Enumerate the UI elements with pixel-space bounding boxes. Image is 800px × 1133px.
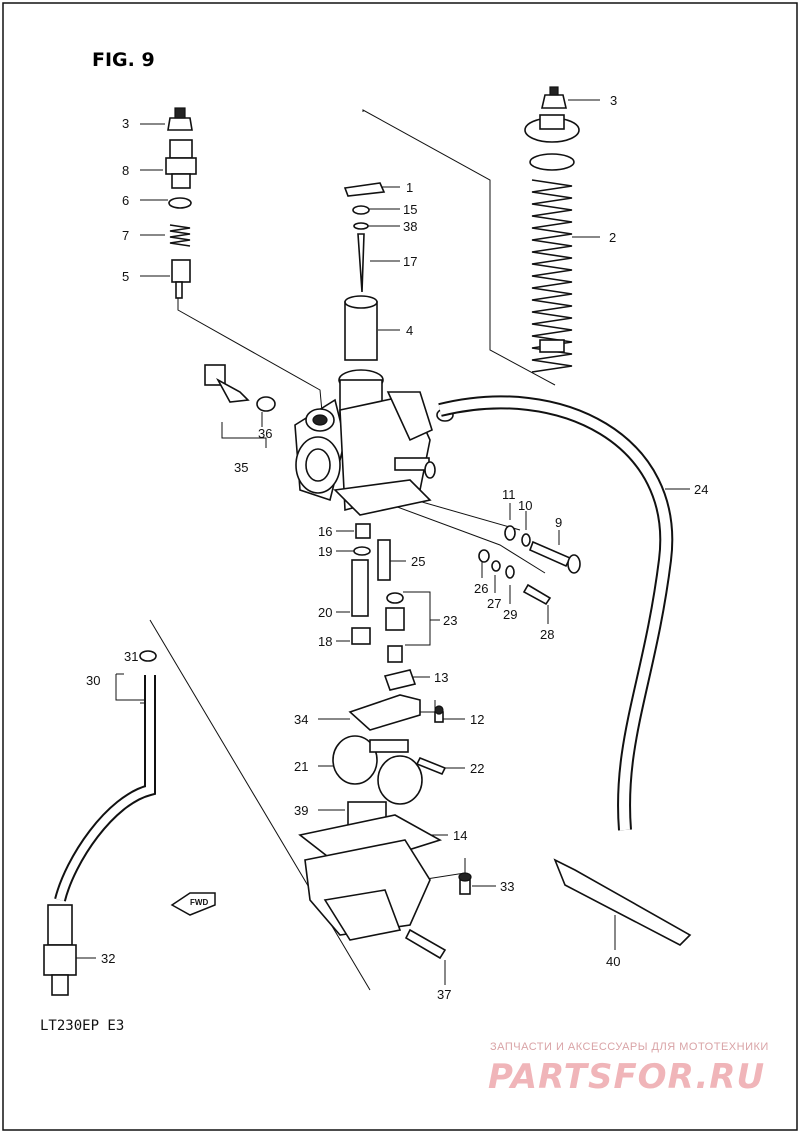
model-code: LT230EP E3	[40, 1018, 124, 1034]
callout-34: 34	[294, 712, 308, 727]
pin-22	[415, 756, 447, 776]
spring-2	[524, 114, 580, 373]
svg-text:FWD: FWD	[190, 898, 208, 907]
washer-38	[353, 222, 369, 230]
callout-30: 30	[86, 673, 100, 688]
spring-7	[169, 224, 191, 247]
washer-19	[353, 546, 371, 556]
screw-33	[458, 872, 472, 895]
callout-13: 13	[434, 670, 448, 685]
callout-21: 21	[294, 759, 308, 774]
fuel-hose-24	[438, 397, 672, 831]
float-bowl	[304, 839, 431, 941]
callout-38: 38	[403, 219, 417, 234]
callout-5: 5	[122, 269, 129, 284]
callout-8: 8	[122, 163, 129, 178]
callout-2: 2	[609, 230, 616, 245]
callout-27: 27	[487, 596, 501, 611]
cable-end-32	[43, 904, 77, 996]
oring-36	[256, 396, 276, 412]
cable-30	[56, 675, 154, 902]
jet-16	[355, 523, 371, 539]
needle-jet-20	[351, 559, 369, 617]
callout-33: 33	[500, 879, 514, 894]
callout-37: 37	[437, 987, 451, 1002]
callout-32: 32	[101, 951, 115, 966]
needle-17	[357, 233, 365, 293]
cap-3-left	[167, 107, 193, 131]
oring-6	[168, 197, 192, 209]
float-arm-34	[348, 694, 421, 731]
callout-28: 28	[540, 627, 554, 642]
choke-plunger-35	[204, 364, 250, 403]
callout-22: 22	[470, 761, 484, 776]
callout-35: 35	[234, 460, 248, 475]
callout-11: 11	[502, 487, 516, 502]
screw-set-26-29-28	[478, 549, 552, 606]
throttle-valve-4	[344, 295, 378, 361]
watermark-tagline: ЗАПЧАСТИ И АКСЕССУАРЫ ДЛЯ МОТОТЕХНИКИ	[490, 1041, 769, 1053]
cap-3-right	[540, 86, 568, 109]
callout-9: 9	[555, 515, 562, 530]
callout-39: 39	[294, 803, 308, 818]
clip-1	[343, 182, 386, 197]
watermark-logo: PARTSFOR.RU	[488, 1057, 765, 1097]
callout-36: 36	[258, 426, 272, 441]
clamp-31	[139, 650, 157, 662]
float-21	[332, 735, 423, 805]
valve-5	[171, 259, 191, 299]
drain-screw-37	[404, 928, 447, 960]
callout-15: 15	[403, 202, 417, 217]
callout-16: 16	[318, 524, 332, 539]
callout-14: 14	[453, 828, 467, 843]
callout-6: 6	[122, 193, 129, 208]
washer-15	[352, 205, 370, 215]
jet-25	[377, 539, 391, 581]
callout-25: 25	[411, 554, 425, 569]
callout-26: 26	[474, 581, 488, 596]
strap-40	[553, 858, 692, 946]
figure-title: FIG. 9	[92, 49, 155, 71]
callout-3-right: 3	[610, 93, 617, 108]
callout-17: 17	[403, 254, 417, 269]
leader-lines	[76, 99, 690, 985]
callout-20: 20	[318, 605, 332, 620]
callout-23: 23	[443, 613, 457, 628]
fwd-marker: FWD	[170, 892, 216, 916]
callout-29: 29	[503, 607, 517, 622]
valve-23	[385, 592, 405, 663]
callout-4: 4	[406, 323, 413, 338]
callout-1: 1	[406, 180, 413, 195]
pin-13	[383, 669, 417, 691]
callout-19: 19	[318, 544, 332, 559]
callout-3-left: 3	[122, 116, 129, 131]
callout-40: 40	[606, 954, 620, 969]
screw-12	[434, 705, 444, 723]
screw-set-9-10-11	[504, 525, 581, 574]
holder-8	[165, 139, 197, 189]
carburetor-body	[294, 369, 454, 516]
main-jet-18	[351, 627, 371, 645]
callout-31: 31	[124, 649, 138, 664]
callout-18: 18	[318, 634, 332, 649]
callout-12: 12	[470, 712, 484, 727]
callout-7: 7	[122, 228, 129, 243]
callout-10: 10	[518, 498, 532, 513]
callout-24: 24	[694, 482, 708, 497]
